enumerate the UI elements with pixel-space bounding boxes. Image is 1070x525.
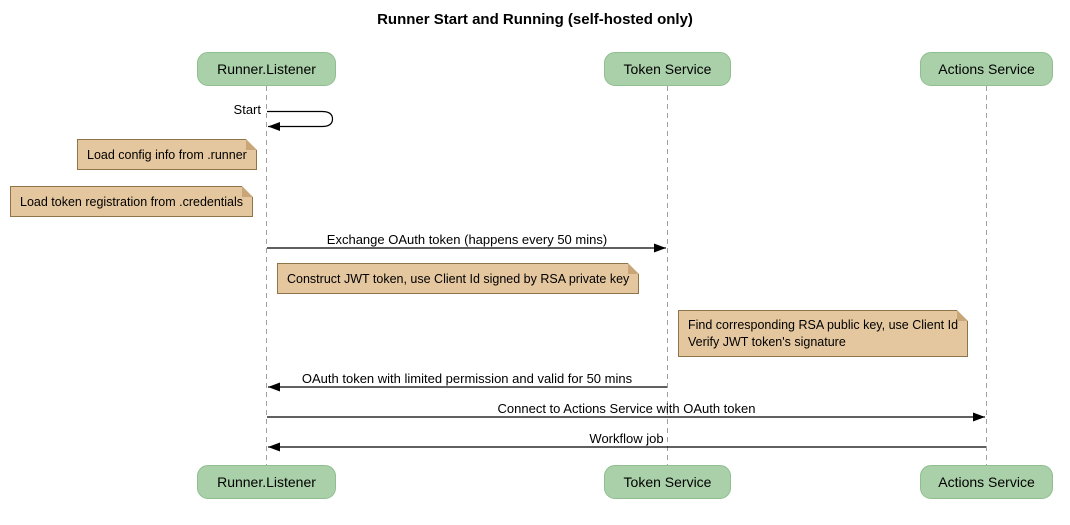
note-text: Load token registration from .credential…: [20, 194, 244, 209]
note-text-line: Verify JWT token's signature: [688, 335, 846, 349]
message-label-oauth-token-returned: OAuth token with limited permission and …: [301, 371, 633, 386]
note-verify-jwt: Find corresponding RSA public key, use C…: [678, 310, 969, 357]
note-construct-jwt: Construct JWT token, use Client Id signe…: [277, 263, 640, 294]
participant-box-actions-service-bottom: Actions Service: [920, 465, 1053, 499]
message-label-exchange-oauth-token: Exchange OAuth token (happens every 50 m…: [326, 232, 608, 247]
participant-box-runner-listener-top: Runner.Listener: [197, 52, 336, 86]
note-text: Construct JWT token, use Client Id signe…: [287, 271, 630, 286]
participant-box-token-service-bottom: Token Service: [604, 465, 731, 499]
participant-box-token-service-top: Token Service: [604, 52, 731, 86]
participant-label: Actions Service: [938, 61, 1035, 77]
diagram-title: Runner Start and Running (self-hosted on…: [377, 11, 693, 28]
message-label-connect-actions-service: Connect to Actions Service with OAuth to…: [497, 401, 756, 416]
message-arrow-start-self-loop: [267, 110, 334, 131]
note-text-line: Find corresponding RSA public key, use C…: [688, 318, 959, 332]
note-load-token-registration: Load token registration from .credential…: [10, 186, 254, 217]
participant-label: Runner.Listener: [217, 474, 316, 490]
message-label-start: Start: [233, 102, 261, 117]
message-label-workflow-job: Workflow job: [589, 431, 664, 446]
participant-box-actions-service-top: Actions Service: [920, 52, 1053, 86]
participant-label: Token Service: [623, 474, 712, 490]
participant-box-runner-listener-bottom: Runner.Listener: [197, 465, 336, 499]
note-text: Load config info from .runner: [87, 147, 247, 162]
participant-label: Runner.Listener: [217, 61, 316, 77]
participant-label: Token Service: [623, 61, 712, 77]
participant-label: Actions Service: [938, 474, 1035, 490]
note-load-config: Load config info from .runner: [77, 139, 257, 170]
